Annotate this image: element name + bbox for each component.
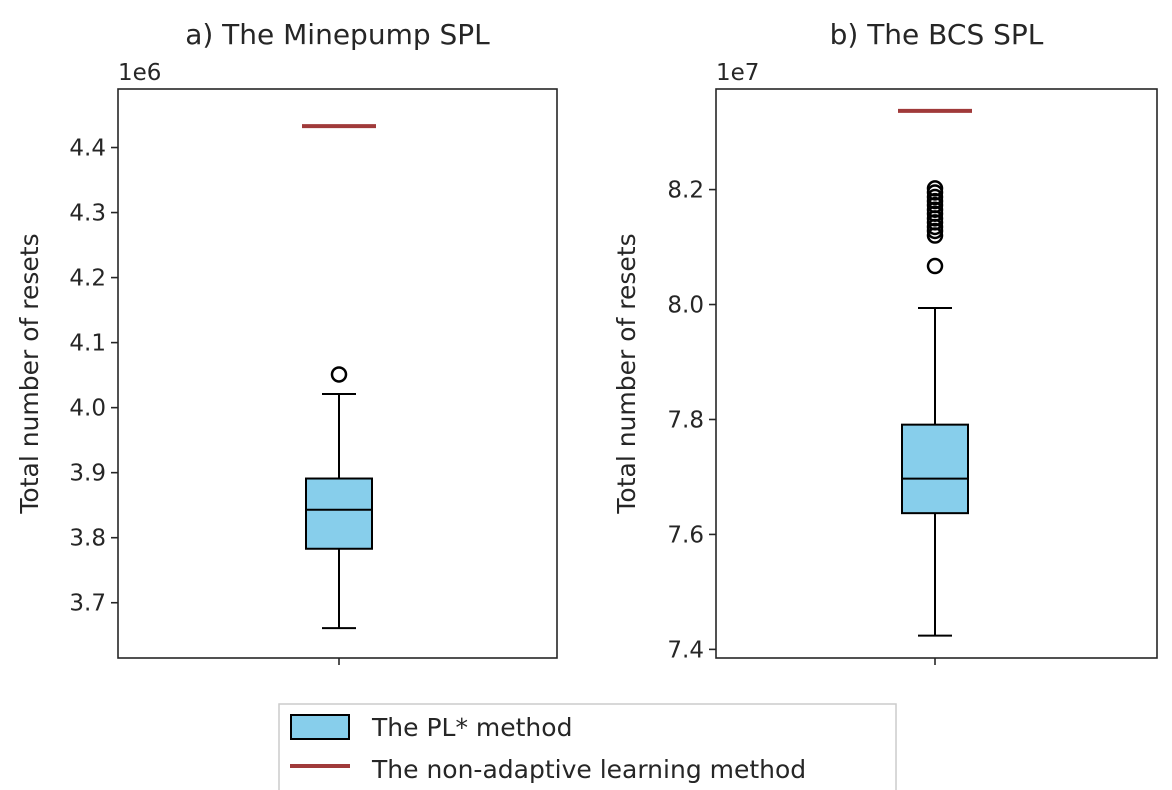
y-tick-label: 4.1 — [69, 331, 106, 357]
y-tick-label: 7.6 — [667, 522, 704, 548]
y-tick-label: 7.8 — [667, 407, 704, 433]
axis-offset-label: 1e7 — [716, 60, 759, 86]
y-tick-label: 4.2 — [69, 266, 106, 292]
axis-offset-label: 1e6 — [118, 60, 161, 86]
y-tick-label: 3.9 — [69, 461, 106, 487]
iqr-box — [305, 477, 373, 550]
legend: The PL* method The non-adaptive learning… — [278, 703, 897, 790]
y-axis-label: Total number of resets — [15, 233, 44, 514]
outlier-point — [926, 180, 944, 197]
y-tick-label: 4.3 — [69, 201, 106, 227]
chart-title: b) The BCS SPL — [830, 18, 1044, 51]
y-tick-label: 3.7 — [69, 591, 106, 617]
axes-frame — [117, 88, 558, 659]
y-tick-label: 8.2 — [667, 178, 704, 204]
chart-title: a) The Minepump SPL — [185, 18, 490, 51]
y-tick-label: 4.0 — [69, 396, 106, 422]
y-tick-label: 8.0 — [667, 293, 704, 319]
y-tick-label: 3.8 — [69, 526, 106, 552]
iqr-box — [901, 423, 969, 515]
legend-frame — [278, 703, 897, 790]
y-axis-label: Total number of resets — [612, 233, 641, 514]
legend-line-label: The non-adaptive learning method — [371, 755, 806, 784]
legend-box-swatch — [290, 714, 350, 740]
y-tick-label: 7.4 — [667, 637, 704, 663]
legend-box-label: The PL* method — [371, 713, 572, 742]
axes-frame — [715, 88, 1158, 659]
outlier-point — [926, 188, 944, 206]
outlier-point — [926, 201, 944, 218]
outlier-point — [926, 257, 944, 275]
y-tick-label: 4.4 — [69, 136, 106, 162]
outlier-point — [330, 366, 348, 383]
